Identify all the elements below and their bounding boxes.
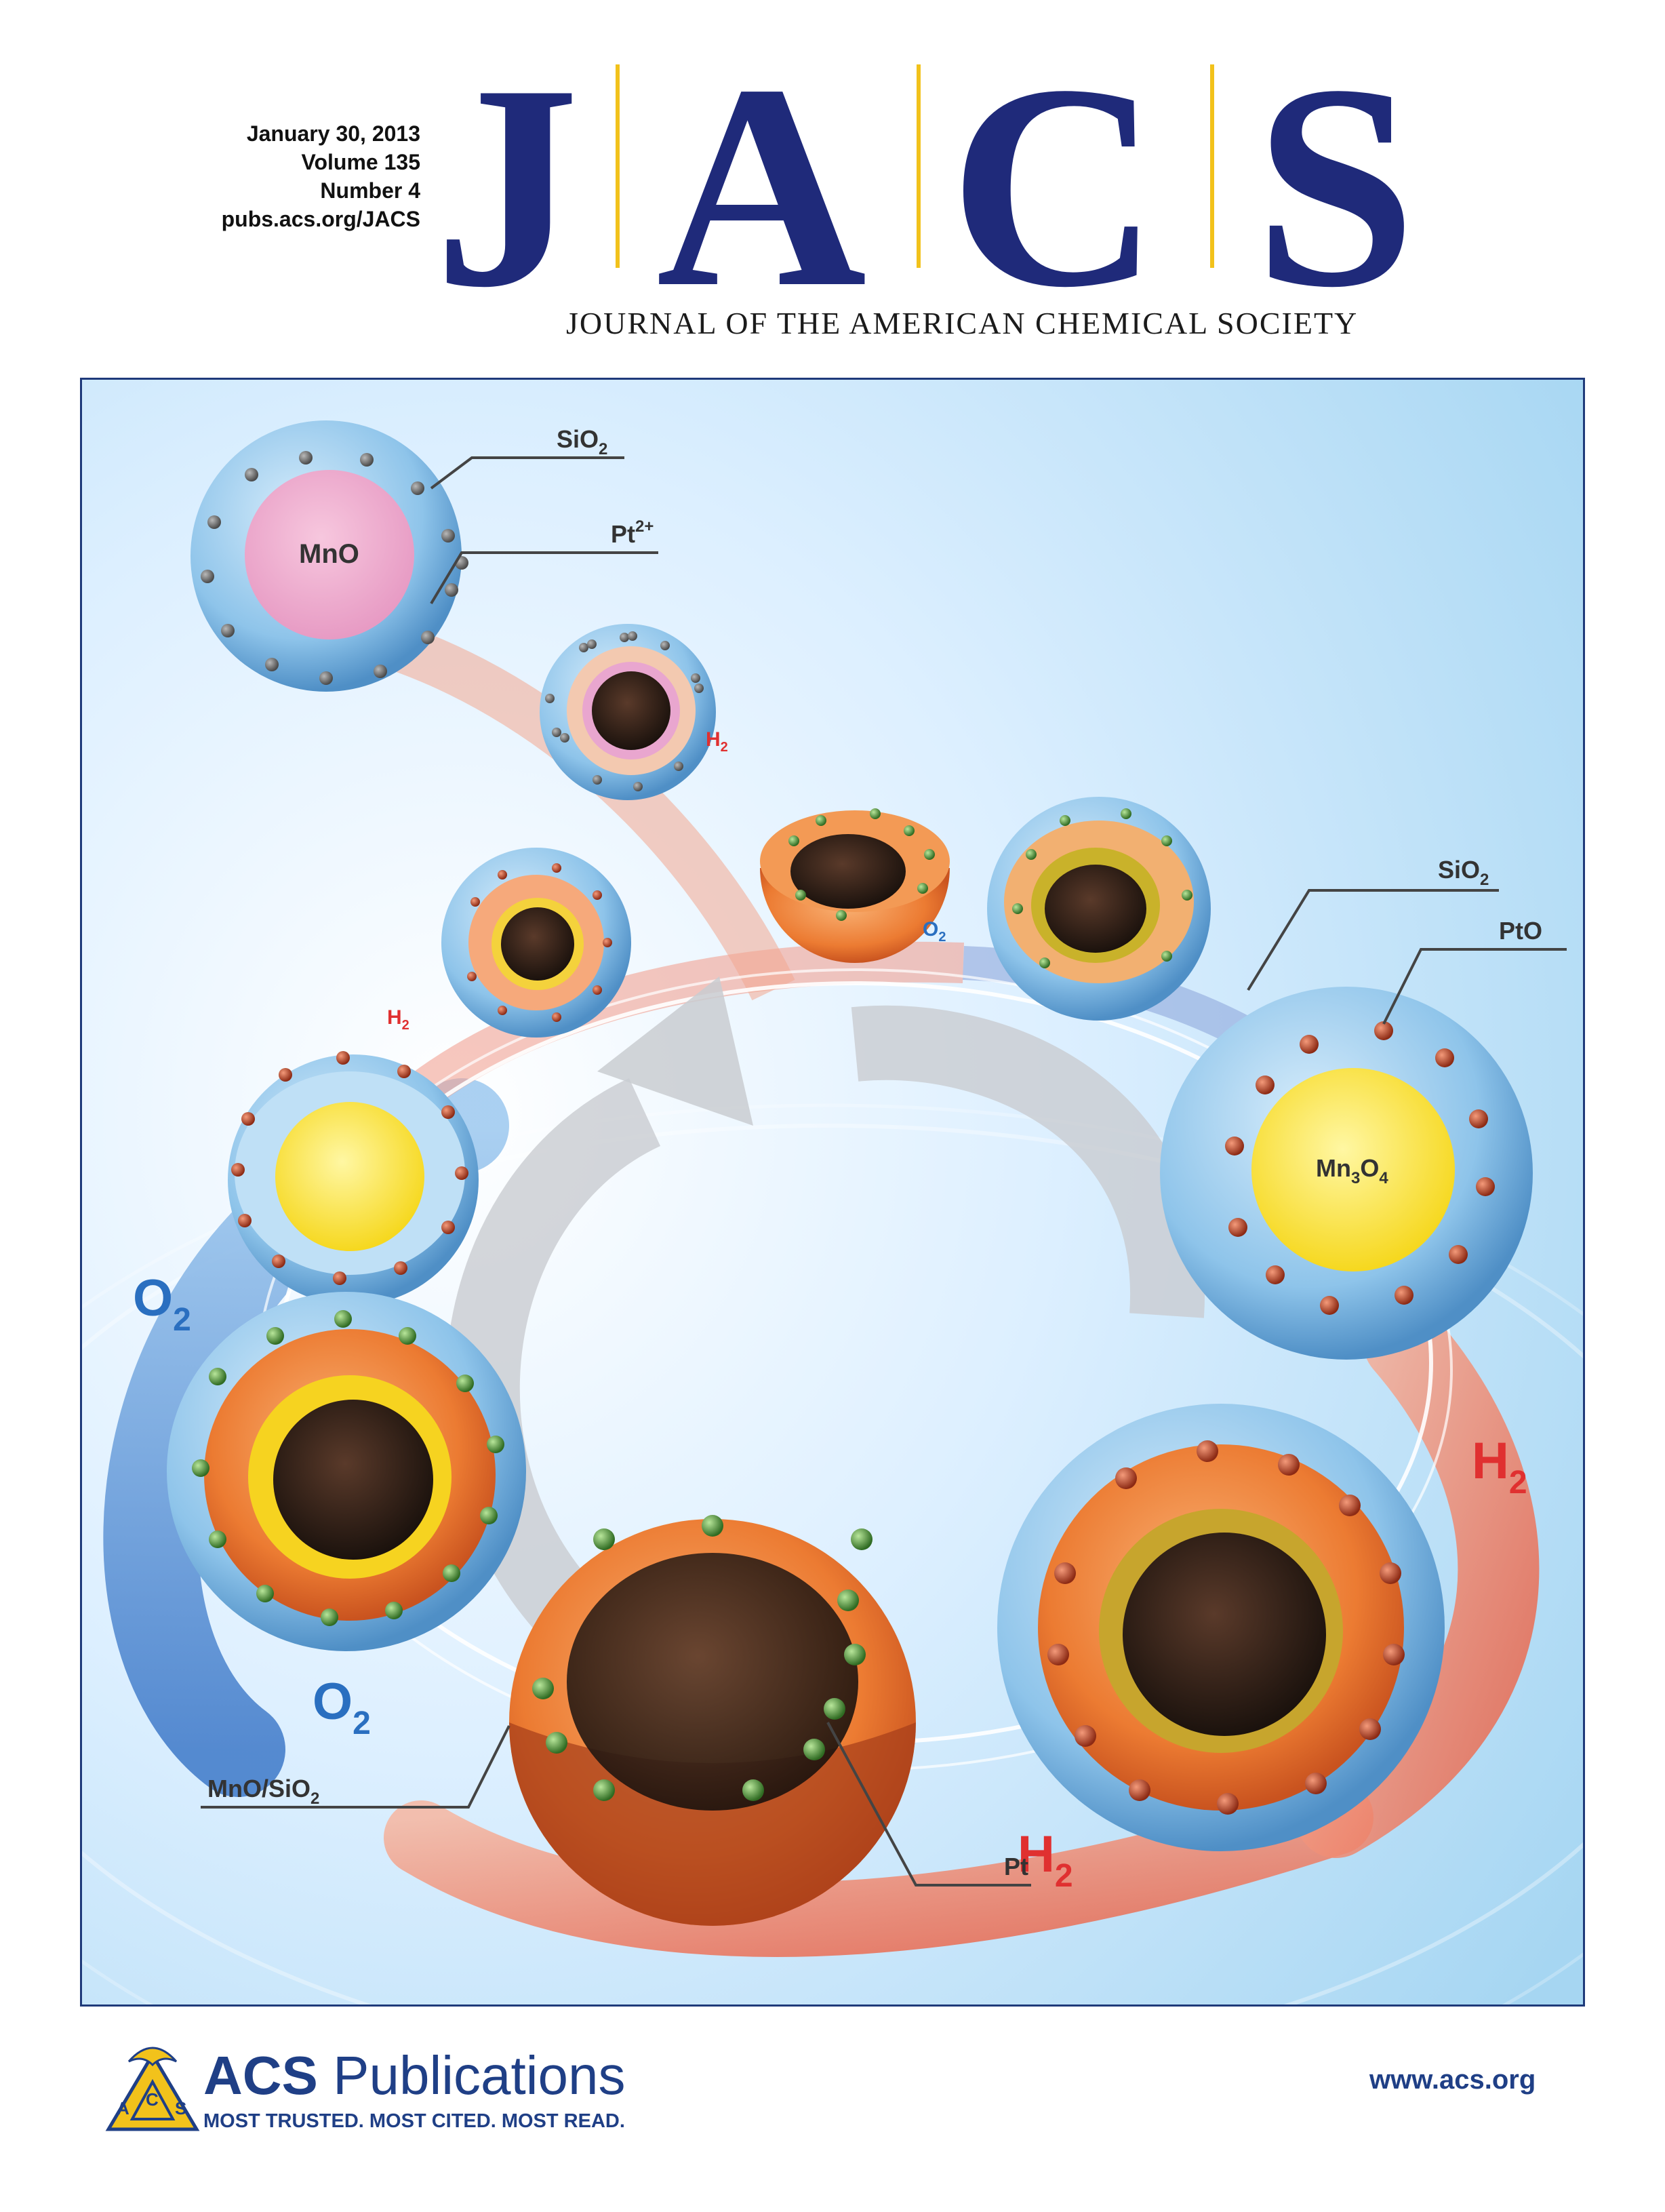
journal-subtitle: JOURNAL OF THE AMERICAN CHEMICAL SOCIETY <box>566 306 1359 340</box>
acs-website-link[interactable]: www.acs.org <box>1369 2065 1536 2095</box>
masthead-letter-c: C <box>949 25 1160 348</box>
label-mn3o4: Mn3O4 <box>1316 1154 1388 1187</box>
sphere-mn3o4-left <box>228 1051 479 1305</box>
sphere-mn3o4-sio2-pto <box>1160 987 1533 1360</box>
label-o2-bottom: O2 <box>313 1673 371 1741</box>
label-h2-a: H2 <box>706 728 728 755</box>
acs-logo[interactable]: A C S <box>102 2034 203 2143</box>
issue-number: Number 4 <box>320 178 420 203</box>
masthead-letter-j: J <box>434 25 580 348</box>
label-sio2-top: SiO2 <box>557 425 607 458</box>
callout-line-pt <box>826 1722 1031 1887</box>
acs-eagle-triangle-icon: A C S <box>105 2047 200 2131</box>
masthead-letter-a: A <box>656 25 867 348</box>
callout-line-mno-sio2 <box>201 1725 510 1809</box>
label-mno-sio2: MnO/SiO2 <box>207 1775 319 1808</box>
masthead-divider <box>1210 64 1214 268</box>
sphere-intermediate-3 <box>441 848 631 1038</box>
label-o2-left: O2 <box>133 1269 191 1338</box>
sphere-large-left <box>167 1292 526 1651</box>
issue-date: January 30, 2013 <box>246 121 420 146</box>
masthead-letter-s: S <box>1254 25 1417 348</box>
label-pto: PtO <box>1499 917 1542 945</box>
acs-wordmark-bold: ACS <box>203 2045 318 2106</box>
acs-tagline: MOST TRUSTED. MOST CITED. MOST READ. <box>203 2110 625 2132</box>
issue-url[interactable]: pubs.acs.org/JACS <box>221 207 420 231</box>
issue-volume: Volume 135 <box>301 150 420 174</box>
issue-info: January 30, 2013 Volume 135 Number 4 pub… <box>136 119 420 233</box>
label-sio2-right: SiO2 <box>1438 856 1489 889</box>
logo-letter-c: C <box>146 2089 159 2110</box>
cover-illustration: SiO2 Pt2+ MnO H2 H2 O2 SiO2 PtO Mn3O4 O2… <box>82 380 1583 2004</box>
cover-artwork: SiO2 Pt2+ MnO H2 H2 O2 SiO2 PtO Mn3O4 O2… <box>80 378 1585 2007</box>
sphere-large-right <box>997 1404 1445 1851</box>
logo-letter-a: A <box>117 2098 129 2118</box>
sphere-large-bottom <box>509 1515 916 1926</box>
label-mno: MnO <box>299 539 359 569</box>
label-pt2: Pt2+ <box>611 517 654 548</box>
callout-line-pto <box>1382 948 1567 1025</box>
callout-line-sio2-right <box>1247 889 1499 991</box>
sphere-intermediate-4 <box>987 797 1211 1021</box>
label-h2-bottom: H2 <box>1018 1825 1073 1894</box>
acs-publications-wordmark[interactable]: ACS Publications <box>203 2045 626 2107</box>
sphere-mno-sio2-pt2 <box>190 420 468 692</box>
label-h2-b: H2 <box>387 1006 409 1033</box>
callout-line-pt2 <box>430 551 658 605</box>
masthead-divider <box>616 64 620 268</box>
sphere-intermediate-1 <box>540 624 716 800</box>
callout-line-sio2-top <box>430 456 624 490</box>
masthead-divider <box>917 64 921 268</box>
label-pt: Pt <box>1004 1853 1028 1880</box>
label-h2-right: H2 <box>1472 1432 1527 1501</box>
logo-letter-s: S <box>175 2098 186 2118</box>
label-o2-small: O2 <box>923 918 946 945</box>
acs-wordmark-rest: Publications <box>317 2045 626 2106</box>
sphere-intermediate-2 <box>760 808 950 963</box>
